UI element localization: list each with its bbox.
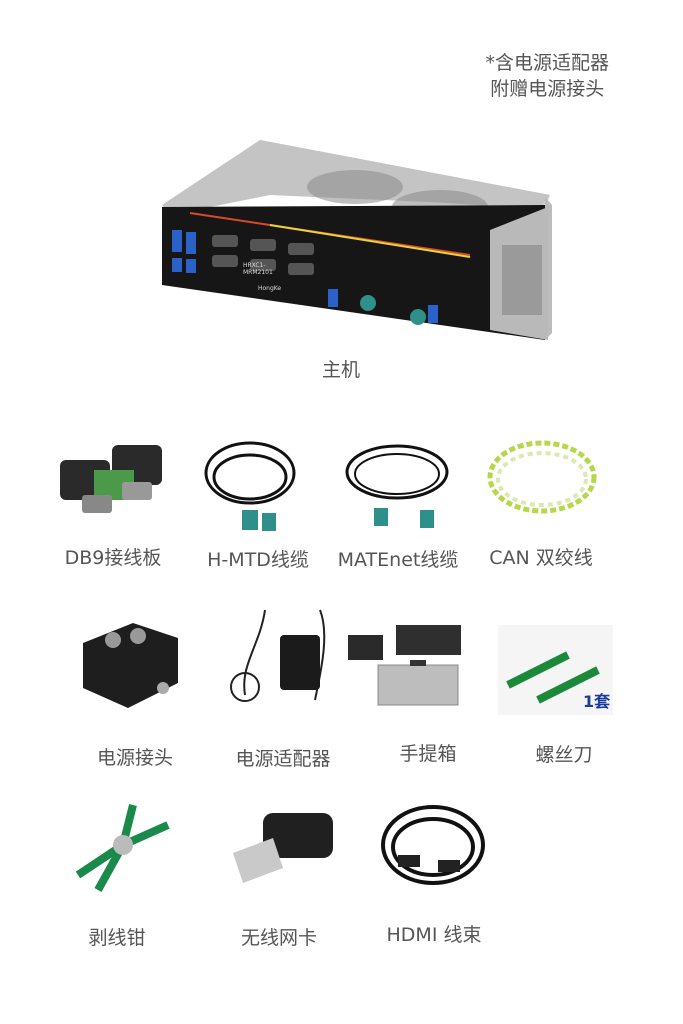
screwdriver-icon: 1套: [498, 625, 613, 715]
label-hdmi: HDMI 线束: [386, 924, 482, 946]
hdmi-cable-icon: [378, 800, 488, 895]
wire-stripper-icon: [68, 800, 178, 900]
brand-text: HongKe: [258, 285, 282, 292]
main-unit-image: [150, 135, 560, 355]
label-power-adapter: 电源适配器: [235, 748, 331, 770]
label-can: CAN 双绞线: [489, 547, 593, 569]
label-wifi: 无线网卡: [240, 927, 318, 949]
can-twisted-cable-icon: [485, 435, 600, 525]
screwdriver-badge: 1套: [583, 692, 611, 711]
note-line-2: 附赠电源接头: [490, 78, 605, 100]
note-line-1: *含电源适配器: [485, 52, 609, 74]
included-note: *含电源适配器 附赠电源接头: [485, 50, 609, 102]
matenet-cable-icon: [342, 440, 452, 540]
label-matenet: MATEnet线缆: [337, 549, 459, 571]
power-adapter-icon: [220, 605, 335, 710]
model-text: HRXC1-MRM2101: [243, 262, 273, 276]
label-stripper: 剥线钳: [88, 927, 146, 949]
label-screwdriver: 螺丝刀: [535, 744, 593, 766]
db9-terminal-icon: [52, 440, 172, 530]
main-unit-label: 主机: [321, 359, 361, 381]
label-db9: DB9接线板: [64, 547, 162, 569]
hmtd-cable-icon: [200, 435, 300, 540]
power-connector-icon: [78, 618, 183, 713]
label-hmtd: H-MTD线缆: [207, 549, 309, 571]
label-power-connector: 电源接头: [96, 747, 174, 769]
carry-case-icon: [348, 620, 468, 710]
wifi-dongle-icon: [228, 808, 338, 888]
label-case: 手提箱: [399, 743, 457, 765]
